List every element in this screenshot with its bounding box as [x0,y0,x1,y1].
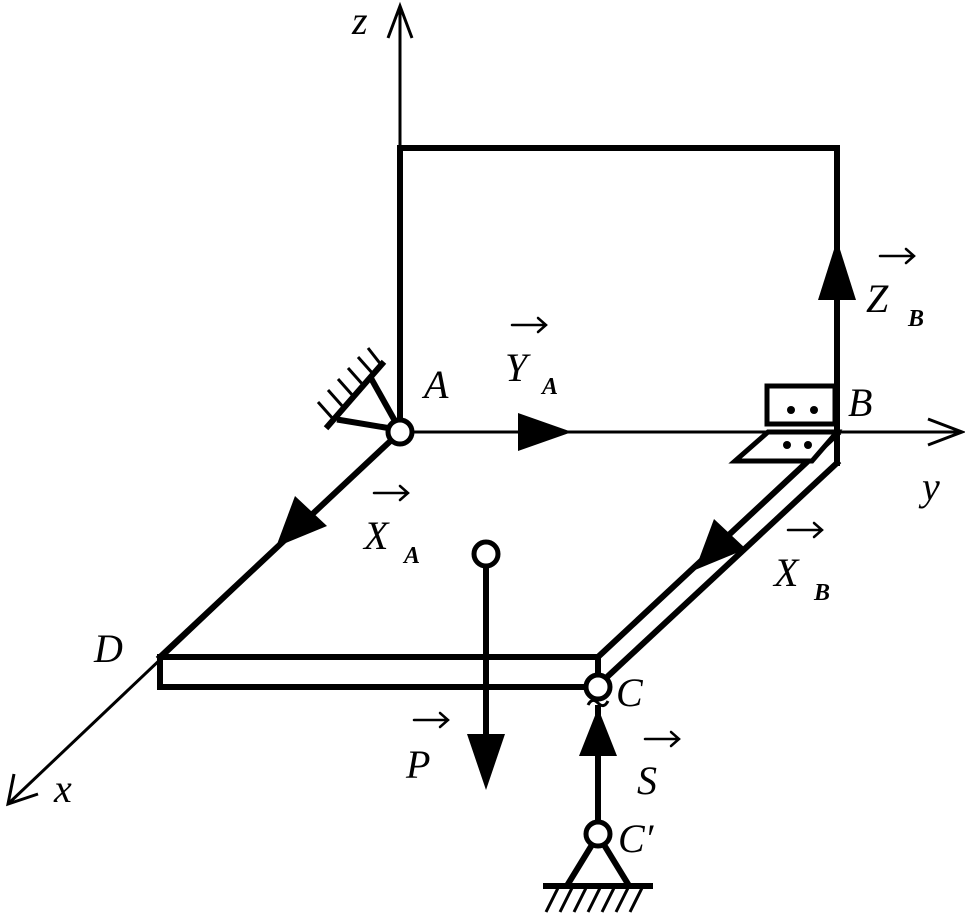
svg-text:P: P [405,742,430,787]
force-label-XB: X B [772,550,830,606]
svg-text:X: X [772,550,800,595]
hinge-circle-A [385,417,415,447]
vector-overarrows [372,247,916,748]
force-label-XA: X A [362,513,420,569]
force-label-P: P [405,742,430,787]
svg-text:A: A [540,374,558,400]
force-label-ZB: Z B [866,276,924,332]
svg-text:Y: Y [505,345,531,390]
point-label-A: A [421,362,449,407]
force-arrow-S [579,708,617,756]
force-arrow-XB [695,519,746,570]
force-P [467,539,505,790]
bearing-B [728,383,843,464]
hinge-support-A [316,347,415,447]
point-label-C-prime: C′ [618,816,655,861]
force-arrow-YA [518,413,572,451]
joint-circle-C [583,672,613,702]
force-arrow-XA [276,496,327,547]
x-axis-label: x [53,766,72,811]
force-arrow-ZB [818,240,856,300]
svg-text:Z: Z [866,276,889,321]
y-axis [400,417,965,447]
point-label-D: D [93,626,123,671]
svg-text:B: B [813,580,830,606]
z-axis-label: z [351,0,368,43]
y-axis-label: y [918,464,940,509]
vertical-frame [397,145,840,466]
point-label-B: B [848,380,872,425]
svg-text:X: X [362,513,390,558]
force-label-YA: Y A [505,345,558,400]
rod-support-C [543,672,653,913]
force-label-S: S [637,758,657,803]
svg-text:A: A [402,543,420,569]
svg-text:B: B [907,306,924,332]
point-label-C: C [616,670,644,715]
joint-circle-C-prime [583,819,613,849]
svg-text:S: S [637,758,657,803]
